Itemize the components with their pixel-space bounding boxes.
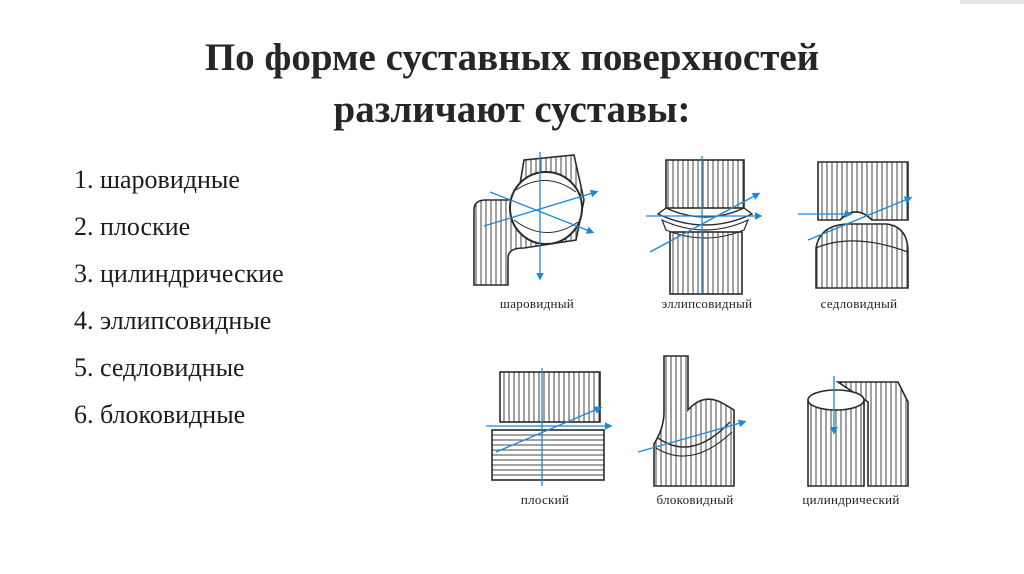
- list-item: 2. плоские: [74, 212, 191, 241]
- caption-flat-joint: плоский: [520, 492, 570, 507]
- cylindrical-joint-figure: [794, 372, 914, 490]
- caption-ball-joint: шаровидный: [499, 296, 575, 311]
- caption-ellipsoid-joint: эллипсовидный: [661, 296, 753, 311]
- list-item: 6. блоковидные: [74, 400, 246, 429]
- caption-trochlear-joint: блоковидный: [656, 492, 734, 507]
- slide-title-line-1: По форме суставных поверхностей: [204, 36, 820, 79]
- saddle-joint-figure: [790, 158, 920, 293]
- slide-corner-accent: [960, 0, 1024, 4]
- list-item: 5. седловидные: [74, 353, 245, 382]
- caption-saddle-joint: седловидный: [820, 296, 898, 311]
- joint-types-list: 1. шаровидные 2. плоские 3. цилиндрическ…: [74, 156, 284, 438]
- list-item: 1. шаровидные: [74, 165, 240, 194]
- trochlear-joint-figure: [634, 352, 754, 490]
- slide-title: По форме суставных поверхностей различаю…: [0, 32, 1024, 136]
- flat-joint-figure: [482, 368, 612, 488]
- slide-title-line-2: различают суставы:: [333, 88, 691, 131]
- ball-joint-figure: [464, 140, 614, 290]
- list-item: 3. цилиндрические: [74, 259, 284, 288]
- list-item: 4. эллипсовидные: [74, 306, 272, 335]
- ellipsoid-joint-figure: [636, 156, 766, 296]
- caption-cylindrical-joint: цилиндрический: [802, 492, 900, 507]
